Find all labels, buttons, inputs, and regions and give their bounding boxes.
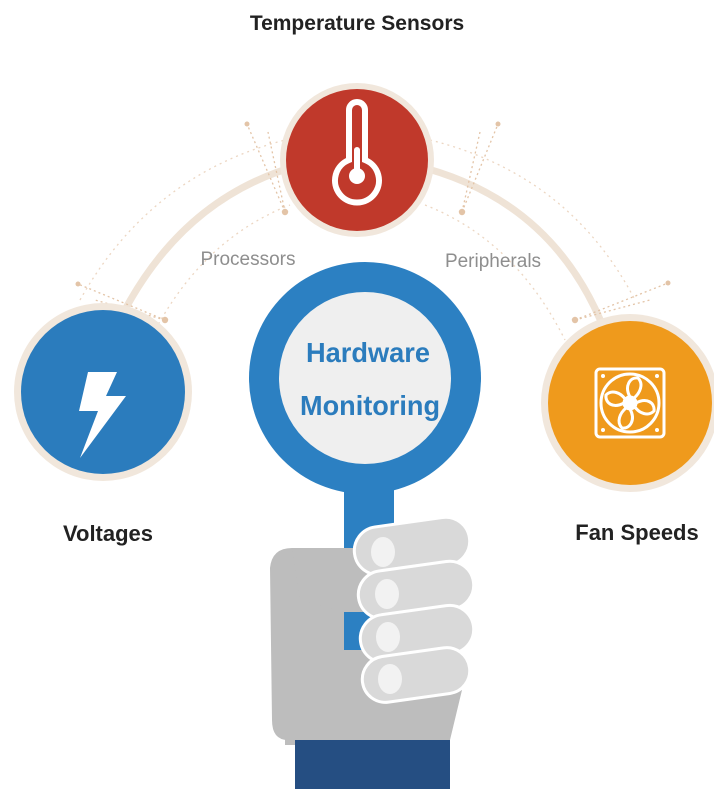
ray-dots bbox=[75, 121, 671, 324]
temperature-node bbox=[280, 83, 434, 237]
voltages-label: Voltages bbox=[63, 521, 153, 546]
ray-arrowhead bbox=[665, 280, 671, 286]
ray-dot bbox=[281, 208, 289, 216]
fan-icon bbox=[594, 367, 666, 439]
ray-7 bbox=[574, 282, 669, 321]
fingers bbox=[352, 515, 476, 704]
ray-dot bbox=[571, 316, 579, 324]
ray-3 bbox=[461, 123, 499, 213]
peripherals-label: Peripherals bbox=[445, 251, 541, 272]
sleeve bbox=[295, 740, 450, 789]
center-title-line2: Monitoring bbox=[300, 390, 440, 421]
dotted-arc-left-inner bbox=[149, 204, 291, 341]
ray-dot bbox=[161, 316, 169, 324]
fingernail bbox=[371, 537, 395, 567]
ray-arrowhead bbox=[75, 281, 81, 287]
lightning-bolt-icon bbox=[79, 372, 126, 458]
voltages-node bbox=[14, 303, 192, 481]
thermometer-icon bbox=[332, 99, 382, 206]
fan-speeds-label: Fan Speeds bbox=[575, 520, 698, 545]
ray-dot bbox=[458, 208, 466, 216]
ray-arrowhead bbox=[244, 121, 250, 127]
fingernail bbox=[375, 579, 399, 609]
arc-right bbox=[409, 161, 614, 349]
ray-arrowhead bbox=[495, 121, 501, 127]
temperature-sensors-label: Temperature Sensors bbox=[250, 12, 464, 35]
ray-4 bbox=[461, 131, 481, 213]
magnifier: Hardware Monitoring bbox=[249, 262, 481, 494]
center-title-line1: Hardware bbox=[306, 337, 430, 368]
ray-2 bbox=[267, 131, 286, 213]
processors-label: Processors bbox=[200, 249, 295, 270]
hand bbox=[270, 515, 476, 789]
fingernail bbox=[378, 664, 402, 694]
dotted-arc-left bbox=[79, 139, 286, 301]
fan-speeds-node bbox=[541, 314, 714, 492]
fingernail bbox=[376, 622, 400, 652]
ray-1 bbox=[246, 123, 286, 213]
magnifier-lens bbox=[279, 292, 451, 464]
ray-5 bbox=[77, 283, 166, 321]
